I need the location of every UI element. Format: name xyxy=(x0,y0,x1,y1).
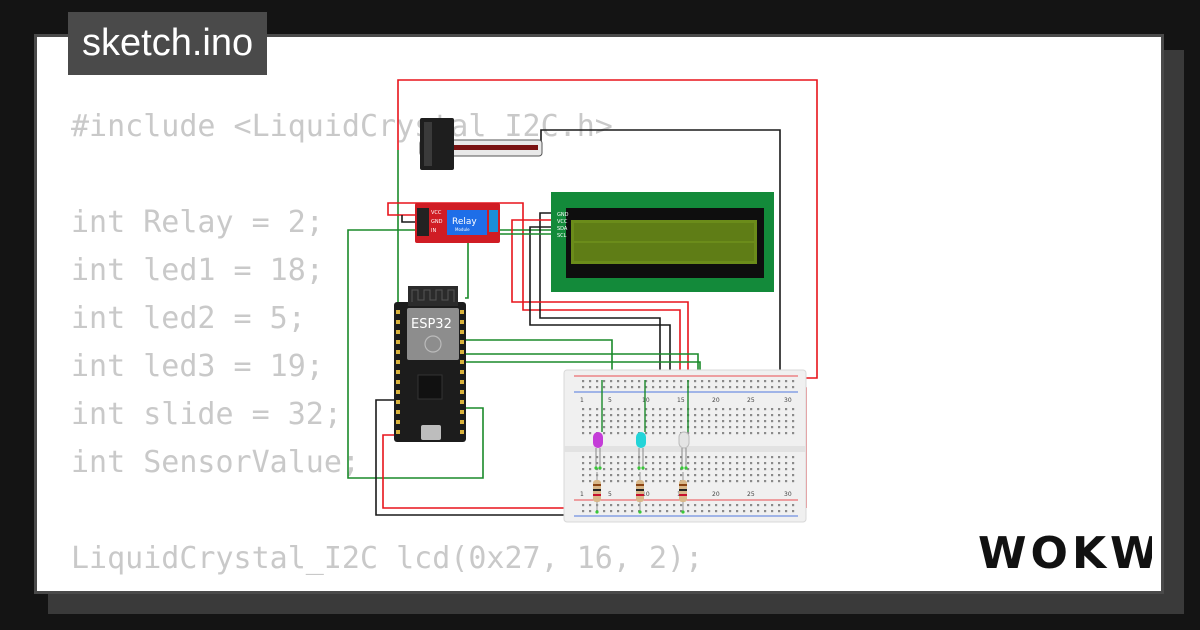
relay-pin-label: GND xyxy=(431,219,443,225)
wire-black-relay-gnd xyxy=(401,215,420,223)
lcd-pin-label: VCC xyxy=(557,219,568,225)
slide-potentiometer[interactable] xyxy=(419,118,543,170)
relay-header xyxy=(417,208,429,236)
breadboard-number: 30 xyxy=(784,397,792,404)
lcd-pin-label: SCL xyxy=(557,233,567,239)
esp32-antenna xyxy=(408,286,458,306)
relay-terminal xyxy=(489,210,498,232)
relay-pin-label: VCC xyxy=(431,210,442,216)
breadboard-number: 5 xyxy=(608,491,612,498)
esp32-chip xyxy=(417,374,443,400)
breadboard-number: 30 xyxy=(784,491,792,498)
breadboard-number: 25 xyxy=(747,491,755,498)
led-cyan-body xyxy=(636,432,646,448)
antenna-trace xyxy=(411,289,455,302)
relay-sublabel: Module xyxy=(455,227,470,232)
pot-knob-highlight xyxy=(424,122,432,166)
usb-port xyxy=(421,425,441,440)
relay-module[interactable]: VCC GND IN Relay Module xyxy=(415,203,500,243)
code-line: int led3 = 19; xyxy=(71,349,324,384)
breadboard-holes xyxy=(582,380,795,513)
esp32-board[interactable]: ESP32 xyxy=(394,286,466,442)
breadboard-number: 10 xyxy=(642,491,650,498)
wire-green-led1 xyxy=(465,339,613,378)
wire-red-vcc-bottom xyxy=(382,434,594,509)
wokwi-logo-text: WOKWi xyxy=(978,528,1152,579)
code-line: int SensorValue; xyxy=(71,445,360,480)
code-line: int slide = 32; xyxy=(71,397,342,432)
wire-black-lcd-gnd xyxy=(539,212,661,380)
relay-cube xyxy=(447,210,487,235)
wire-red-relay-vcc xyxy=(387,202,681,380)
wire-black-lcd-sda xyxy=(529,226,671,380)
breadboard-number: 25 xyxy=(747,397,755,404)
led-purple-body xyxy=(593,432,603,448)
lcd-display[interactable]: GND VCC SDA SCL xyxy=(551,192,774,292)
code-line: int Relay = 2; xyxy=(71,205,324,240)
project-card[interactable]: #include <LiquidCrystal_I2C.h>int Relay … xyxy=(34,34,1164,594)
led-white-body xyxy=(678,431,690,449)
filename-tab[interactable]: sketch.ino xyxy=(68,12,268,75)
esp32-shield xyxy=(407,308,459,360)
wire-red-top xyxy=(397,79,818,379)
led-purple[interactable] xyxy=(593,432,603,470)
wire-black-gnd-bottom xyxy=(375,399,596,516)
resistor-3[interactable] xyxy=(679,472,687,512)
led-white[interactable] xyxy=(678,431,690,470)
breadboard-number: 1 xyxy=(580,397,584,404)
relay-pin-label: IN xyxy=(431,228,436,234)
lcd-pin-label: SDA xyxy=(557,226,568,232)
green-connection-dots xyxy=(594,466,688,514)
wire-green-relay-in xyxy=(347,229,484,479)
wokwi-logo[interactable]: WOKWi xyxy=(976,522,1152,582)
code-line: LiquidCrystal_I2C lcd(0x27, 16, 2); xyxy=(71,541,704,576)
breadboard-number: 15 xyxy=(677,397,685,404)
breadboard-number: 1 xyxy=(580,491,584,498)
relay-label: Relay xyxy=(452,217,477,227)
code-line: int led1 = 18; xyxy=(71,253,324,288)
code-preview: #include <LiquidCrystal_I2C.h>int Relay … xyxy=(71,103,703,583)
breadboard-number: 5 xyxy=(608,397,612,404)
wire-green-lcd-scl xyxy=(465,233,552,299)
code-line: int led2 = 5; xyxy=(71,301,306,336)
breadboard-gap xyxy=(564,446,806,452)
breadboard-number: 10 xyxy=(642,397,650,404)
esp32-label: ESP32 xyxy=(411,317,452,332)
esp32-pins xyxy=(396,310,464,434)
esp32-logo-icon xyxy=(424,335,442,353)
breadboard-number: 20 xyxy=(712,491,720,498)
resistor-1[interactable] xyxy=(593,472,601,512)
lcd-pin-label: GND xyxy=(557,212,569,218)
led-feed-wires xyxy=(601,380,689,432)
breadboard-number: 20 xyxy=(712,397,720,404)
lcd-char-cells xyxy=(574,223,754,261)
pot-slot xyxy=(448,145,538,150)
resistor-2[interactable] xyxy=(636,472,644,512)
wire-red-lcd-vcc xyxy=(511,219,689,380)
led-cyan[interactable] xyxy=(636,432,646,470)
